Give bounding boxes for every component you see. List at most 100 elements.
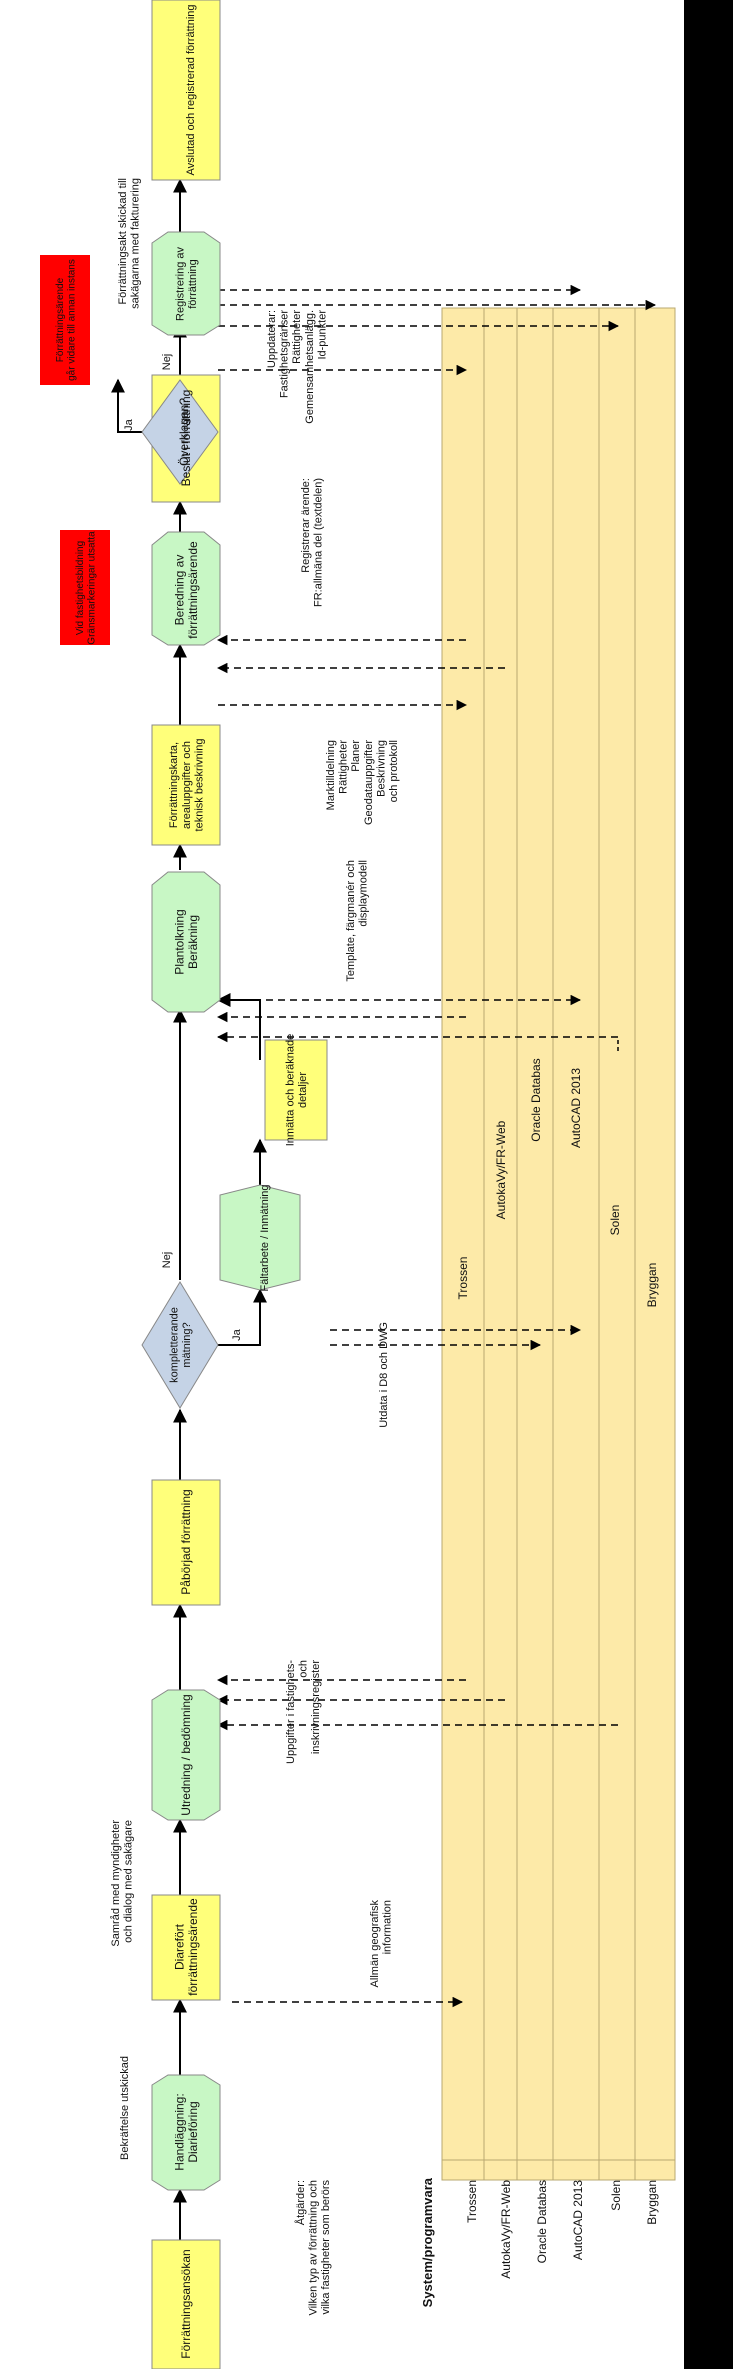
right-black-panel	[684, 0, 733, 2369]
text-line: Beslut i förrättning	[179, 390, 193, 487]
legend-autocad: AutoCAD 2013	[571, 2180, 585, 2260]
text-line: information	[382, 1900, 394, 1954]
text-line: Vilken typ av förrättning och	[308, 2180, 320, 2316]
text-line: inskrivningsregister	[310, 1660, 322, 1754]
label-ja-2: Ja	[123, 418, 135, 431]
band-autocad	[552, 307, 600, 2181]
box-registrering	[151, 231, 221, 336]
box-forrattningskarta	[151, 724, 221, 846]
system-legend-header: System/programvara	[420, 2177, 435, 2307]
text-line: och protokoll	[388, 740, 400, 802]
process-boxes	[40, 0, 328, 2369]
band-bryggan	[634, 307, 676, 2181]
text-line: Handläggning:	[172, 2093, 186, 2170]
text-inmatta: Inmätta och beräknadedetaljer	[285, 1034, 310, 1147]
label-nej-2: Nej	[161, 354, 173, 371]
text-line: arealuppgifter och	[181, 741, 193, 829]
text-fastighetsbildning-red: Vid fastighetsbildningGränsmarkeringar u…	[75, 531, 98, 645]
text-line: Påbörjad förrättning	[179, 1489, 193, 1594]
text-line: Geodatauppgifter	[363, 740, 375, 825]
text-line: Beräkning	[186, 915, 200, 969]
text-line: Förrättningsakt skickad till	[117, 178, 129, 305]
band-autokavy	[483, 307, 518, 2181]
system-bands	[441, 307, 676, 2181]
box-avslutad	[151, 0, 221, 181]
text-line: går vidare till annan instans	[65, 259, 77, 381]
text-line: Bekräftelse utskickad	[119, 2056, 131, 2160]
text-line: kompletterande	[169, 1307, 181, 1383]
text-avslutad: Avslutad och registrerad förrättning	[185, 5, 197, 176]
band-solen	[598, 307, 636, 2181]
text-line: Gemensamhetsanlägg.	[304, 310, 316, 424]
text-line: Samråd med myndigheter	[110, 1820, 122, 1947]
text-beredning: Beredning avförrättningsärende	[172, 541, 200, 639]
text-line: teknisk beskrivning	[194, 739, 206, 832]
text-line: Id-punkter	[316, 310, 328, 360]
box-paborjad	[151, 1479, 221, 1606]
text-line: Avslutad och registrerad förrättning	[185, 5, 197, 176]
text-line: Förrättningsansökan	[179, 2249, 193, 2358]
label-ja-1: Ja	[231, 1328, 243, 1341]
band-label-trossen: Trossen	[456, 1257, 470, 1300]
text-line: Uppgifter i fastighets-	[285, 1660, 297, 1764]
box-overklagan-red	[40, 255, 90, 385]
text-line: mätning?	[181, 1322, 193, 1367]
label-allman: Allmän geografiskinformation	[369, 1900, 394, 1988]
text-beslut: Beslut i förrättning	[179, 390, 193, 487]
band-label-oracle: Oracle Databas	[529, 1058, 543, 1141]
band-label-autokavy: AutokaVy/FR-Web	[494, 1120, 508, 1219]
text-line: Gränsmarkeringar utsatta	[86, 531, 97, 645]
text-line: sakägarna med fakturering	[130, 178, 142, 309]
text-plantolkning: PlantolkningBeräkning	[172, 909, 200, 974]
band-oracle	[516, 307, 554, 2181]
label-forrattningsakt: Förrättningsakt skickad tillsakägarna me…	[117, 178, 142, 309]
legend-oracle: Oracle Databas	[535, 2180, 549, 2263]
text-ansokan: Förrättningsansökan	[179, 2249, 193, 2358]
text-line: Fältarbete / Inmätning	[259, 1184, 271, 1291]
text-line: Diarefört	[172, 1923, 186, 1970]
text-line: förrättning	[187, 259, 199, 309]
text-line: Planer	[350, 740, 362, 772]
label-uppdaterar: Uppdaterar:FastighetsgränserRättigheterG…	[266, 310, 329, 424]
text-line: förrättningsärende	[186, 1898, 200, 1996]
text-line: Allmän geografisk	[369, 1900, 381, 1988]
text-line: vilka fastigheter som berörs	[320, 2180, 332, 2315]
text-kompletterande: kompletterandemätning?	[169, 1307, 194, 1383]
text-line: Uppdaterar:	[266, 310, 278, 368]
text-handlaggning: Handläggning:Diarieföring	[172, 2093, 200, 2170]
box-utredning	[151, 1689, 221, 1821]
annotations: Ja Nej Ja Nej Åtgärder:Vilken typ av för…	[110, 178, 400, 2316]
text-utredning: Utredning / bedömning	[179, 1694, 193, 1815]
label-atgarder: Åtgärder:Vilken typ av förrättning ochvi…	[294, 2180, 332, 2316]
label-utdata: Utdata i D8 och DWG	[378, 1322, 390, 1428]
text-registrering: Registrering avförrättning	[175, 247, 200, 321]
box-diarefort	[151, 1894, 221, 2001]
box-overklagan-shape	[141, 379, 219, 485]
legend-bryggan: Bryggan	[645, 2180, 659, 2225]
band-label-autocad: AutoCAD 2013	[569, 1068, 583, 1148]
label-registrerar: Registrerar ärende:FR:allmäna del (textd…	[300, 478, 325, 607]
text-line: Marktilldelning	[325, 740, 337, 810]
text-line: Åtgärder:	[294, 2180, 307, 2225]
band-label-solen: Solen	[608, 1205, 622, 1236]
label-uppgifter: Uppgifter i fastighets-ochinskrivningsre…	[285, 1660, 322, 1764]
text-line: Rättigheter	[291, 310, 303, 364]
label-marktilldelning: MarktilldelningRättigheterPlanerGeodatau…	[325, 740, 400, 825]
box-fastighetsbildning-red	[60, 530, 110, 645]
box-kompletterande	[141, 1281, 219, 1409]
label-nej-1: Nej	[161, 1252, 173, 1269]
text-line: Registrerar ärende:	[300, 478, 312, 573]
legend-autokavy: AutokaVy/FR-Web	[499, 2180, 513, 2279]
text-paborjad: Påbörjad förrättning	[179, 1489, 193, 1594]
band-trossen	[441, 307, 485, 2181]
label-samrad: Samråd med myndigheteroch dialog med sak…	[110, 1820, 135, 1947]
text-line: Diarieföring	[186, 2101, 200, 2162]
box-plantolkning	[151, 871, 221, 1013]
text-line: Registrering av	[175, 247, 187, 321]
text-line: Fastighetsgränser	[279, 310, 291, 398]
text-line: Beredning av	[172, 555, 186, 626]
text-diarefort: Diareförtförrättningsärende	[172, 1898, 200, 1996]
text-line: Förrättningskarta,	[168, 742, 180, 828]
box-faltarbete	[219, 1184, 301, 1291]
